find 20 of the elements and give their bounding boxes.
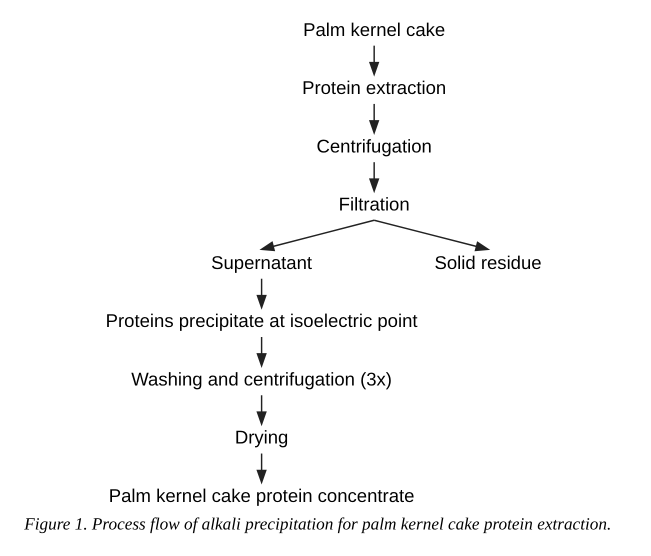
node-text: Centrifugation (316, 134, 432, 156)
node-text: Proteins precipitate at isoelectric point (106, 310, 418, 331)
arrow (256, 453, 267, 484)
node-text: Protein extraction (302, 76, 446, 98)
node-text: Solid residue (434, 251, 542, 272)
arrow (368, 162, 380, 193)
arrow (259, 219, 374, 251)
arrow (256, 278, 267, 310)
node-text: Washing and centrifugation (3x) (131, 368, 392, 389)
node-text: Drying (234, 426, 288, 448)
node-text: Filtration (338, 193, 410, 214)
arrow (256, 336, 267, 368)
node-text: Palm kernel cake (303, 18, 446, 40)
caption: Figure 1. Process flow of alkali precipitation for palm kernel cake protein extraction. (24, 514, 612, 533)
node-text: Palm kernel cake protein concentrate (108, 484, 414, 506)
arrow (256, 394, 267, 426)
arrow (374, 219, 490, 251)
arrow (368, 103, 380, 134)
arrow (368, 45, 380, 76)
node-text: Supernatant (211, 251, 312, 272)
